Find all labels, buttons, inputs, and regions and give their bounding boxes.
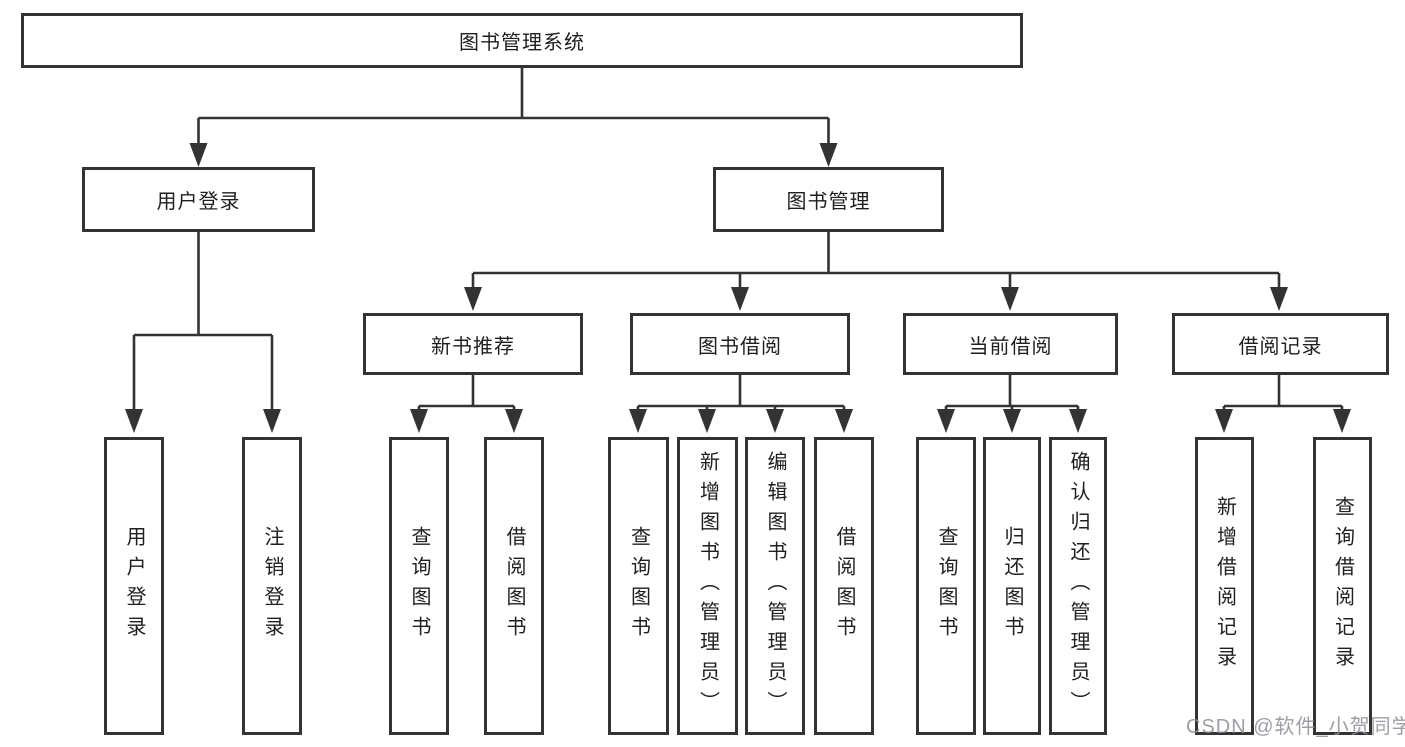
leaf-logout: 注销登录 [242,437,302,735]
leaf-query-books-recommendation-label: 查询图书 [408,526,430,646]
leaf-add-borrow-record: 新增借阅记录 [1195,437,1254,735]
leaf-query-books-current: 查询图书 [916,437,976,735]
leaf-query-borrow-record: 查询借阅记录 [1313,437,1372,735]
leaf-query-books-borrowing-label: 查询图书 [627,526,650,646]
leaf-logout-label: 注销登录 [261,526,283,646]
leaf-confirm-return-admin-label: 确认归还（管理员） [1067,451,1089,721]
leaf-user-login: 用户登录 [104,437,164,735]
leaf-edit-books-admin-label: 编辑图书（管理员） [764,451,786,721]
leaf-add-books-admin: 新增图书（管理员） [677,437,738,735]
leaf-borrow-books: 借阅图书 [814,437,874,735]
leaf-user-login-label: 用户登录 [123,526,145,646]
leaf-query-books-borrowing: 查询图书 [608,437,669,735]
leaf-query-borrow-record-label: 查询借阅记录 [1331,496,1354,676]
leaf-return-books-label: 归还图书 [1001,526,1023,646]
leaf-add-books-admin-label: 新增图书（管理员） [696,451,719,721]
node-borrowing-records: 借阅记录 [1172,313,1389,375]
node-library-management-system: 图书管理系统 [21,13,1023,68]
node-user-login: 用户登录 [82,167,315,232]
leaf-borrow-books-label: 借阅图书 [833,526,855,646]
leaf-query-books-current-label: 查询图书 [935,526,957,646]
leaf-confirm-return-admin: 确认归还（管理员） [1049,437,1107,735]
leaf-return-books: 归还图书 [983,437,1041,735]
node-current-borrowing: 当前借阅 [903,313,1118,375]
leaf-borrow-books-recommendation: 借阅图书 [484,437,544,735]
node-book-borrowing: 图书借阅 [630,313,850,375]
leaf-query-books-recommendation: 查询图书 [389,437,449,735]
node-new-book-recommendation: 新书推荐 [363,313,583,375]
leaf-edit-books-admin: 编辑图书（管理员） [745,437,805,735]
leaf-add-borrow-record-label: 新增借阅记录 [1213,496,1236,676]
watermark: CSDN @软件_小贺同学 [1186,716,1405,738]
leaf-borrow-books-recommendation-label: 借阅图书 [503,526,525,646]
node-book-management: 图书管理 [713,167,944,232]
